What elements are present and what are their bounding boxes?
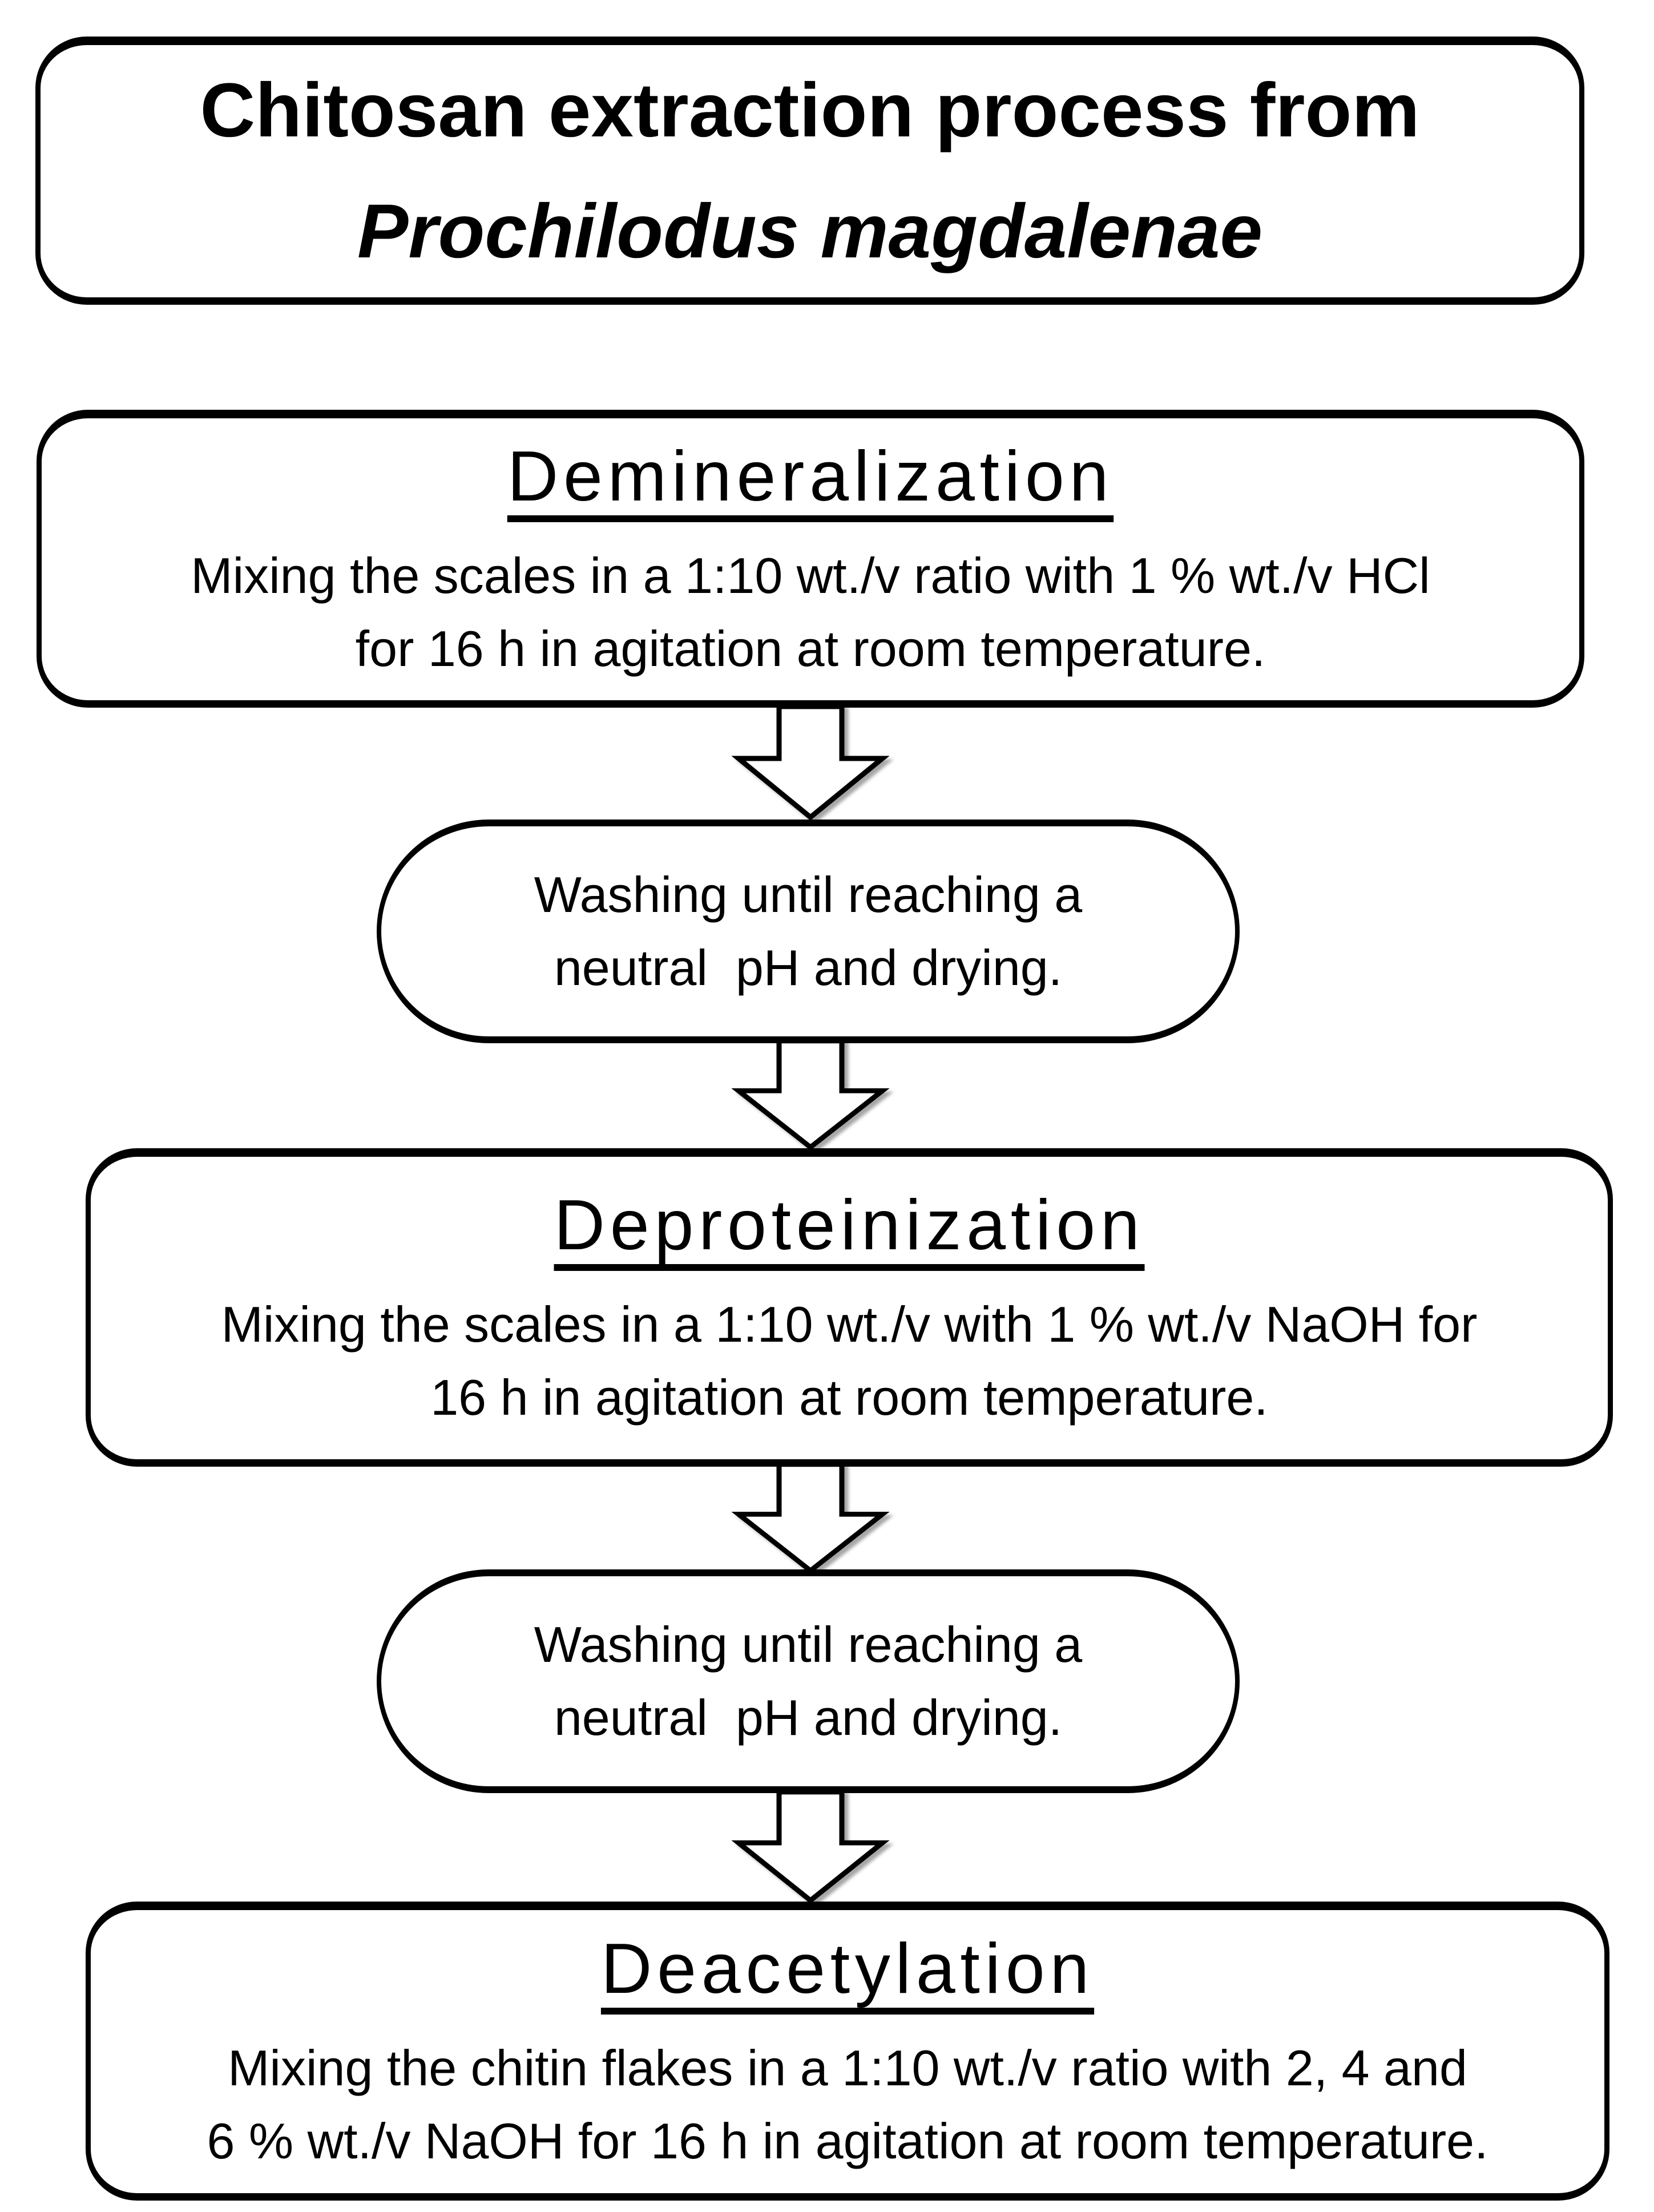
step-body-line: 16 h in agitation at room temperature. — [430, 1369, 1268, 1426]
down-arrow-icon — [731, 1789, 890, 1904]
oval-line: Washing until reaching a — [534, 1616, 1083, 1673]
step-box-deacetylation: Deacetylation Mixing the chitin flakes i… — [86, 1902, 1609, 2201]
down-arrow-icon — [731, 1462, 890, 1574]
step-body-line: Mixing the chitin flakes in a 1:10 wt./v… — [228, 2040, 1467, 2097]
page-title-line-2: Prochilodus magdalenae — [357, 189, 1263, 274]
wash-oval-2: Washing until reaching a neutral pH and … — [377, 1569, 1240, 1793]
oval-line: Washing until reaching a — [534, 866, 1083, 923]
step-heading-deacetylation: Deacetylation — [600, 1929, 1095, 2008]
title-box: Chitosan extraction process from Prochil… — [35, 37, 1584, 305]
down-arrow-icon — [731, 1038, 890, 1151]
step-heading-deproteinization: Deproteinization — [554, 1185, 1145, 1265]
oval-line: neutral pH and drying. — [554, 1689, 1063, 1746]
step-body-line: Mixing the scales in a 1:10 wt./v ratio … — [191, 547, 1430, 604]
step-body-line: 6 % wt./v NaOH for 16 h in agitation at … — [207, 2112, 1488, 2169]
step-box-deproteinization: Deproteinization Mixing the scales in a … — [86, 1148, 1613, 1467]
step-box-demineralization: Demineralization Mixing the scales in a … — [37, 410, 1584, 708]
step-heading-demineralization: Demineralization — [507, 437, 1114, 516]
step-body-line: Mixing the scales in a 1:10 wt./v with 1… — [221, 1296, 1478, 1353]
step-body-line: for 16 h in agitation at room temperatur… — [355, 620, 1266, 677]
oval-line: neutral pH and drying. — [554, 939, 1063, 996]
page-title-line-1: Chitosan extraction process from — [200, 68, 1420, 154]
wash-oval-1: Washing until reaching a neutral pH and … — [377, 820, 1240, 1043]
down-arrow-icon — [731, 704, 890, 821]
